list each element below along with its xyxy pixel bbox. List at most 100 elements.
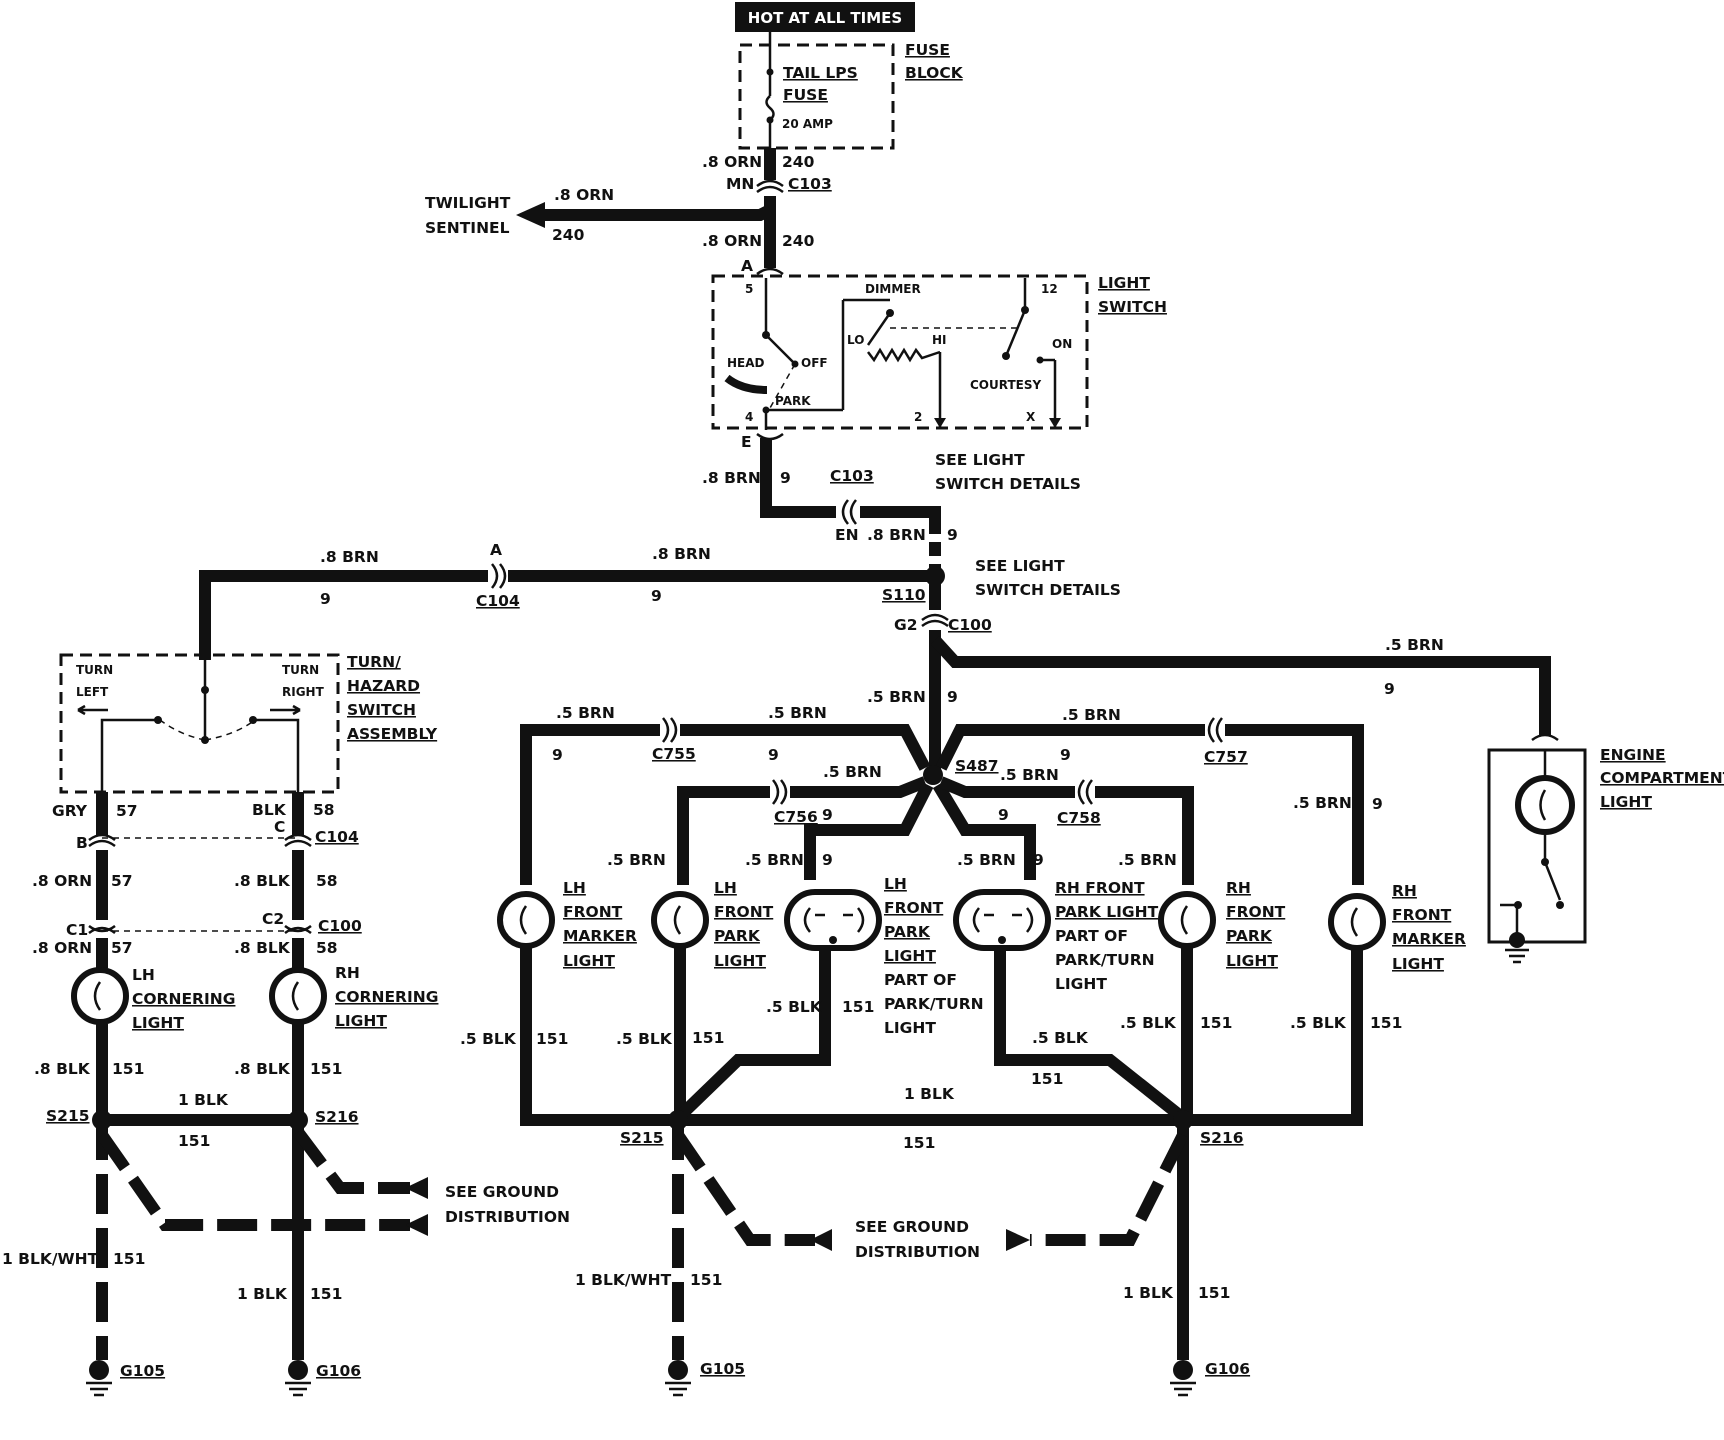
wire-5brn-10: .5 BRN — [1118, 851, 1177, 869]
lh-parkturn-label-4: LIGHT — [884, 947, 936, 965]
lh-parkturn-bulb-icon — [784, 889, 882, 951]
wire-to-twilight — [540, 204, 773, 221]
lh-park-filament-icon — [673, 905, 682, 935]
wire-gry: GRY — [52, 802, 88, 820]
light-switch-title-2: SWITCH — [1098, 298, 1167, 316]
connector-c104-a: C104 — [476, 592, 520, 610]
wire-1blk-left-2: 1 BLK — [237, 1285, 288, 1303]
turn-switch-pivot — [201, 686, 209, 694]
splice-s216-left-label: S216 — [315, 1108, 359, 1126]
lh-front-parkturn-light: LH FRONT PARK LIGHT PART OF PARK/TURN LI… — [784, 875, 984, 1037]
wire-1blkwht-right: 1 BLK/WHT — [575, 1271, 672, 1289]
rh-marker-filament-icon — [1350, 907, 1359, 937]
rh-parkturn-filament-icon — [972, 907, 1034, 933]
rh-marker-label-3: MARKER — [1392, 930, 1466, 948]
ls-pin-2: 2 — [914, 410, 922, 424]
engine-switch-contact — [1556, 901, 1564, 909]
rh-cornering-light: RH CORNERING LIGHT — [269, 964, 438, 1030]
circuit-151-6: 151 — [536, 1030, 568, 1048]
ls-head-contact-icon — [724, 374, 768, 394]
ground-g105-right-icon — [665, 1381, 691, 1397]
see-ground-left: SEE GROUND — [445, 1183, 559, 1201]
circuit-58-1: 58 — [313, 801, 335, 819]
front-park-marker-section: S487 .5 BRN .5 BRN .5 BRN 9 C755 9 9 C75… — [460, 704, 1466, 1397]
turn-switch-title-4: ASSEMBLY — [347, 725, 438, 743]
circuit-151-3: 151 — [178, 1132, 210, 1150]
connector-c104-b-left-icon — [88, 833, 116, 848]
lh-marker-label-4: LIGHT — [563, 952, 615, 970]
wire-5brn-engine: .5 BRN — [1385, 636, 1444, 654]
pin-a-light-switch: A — [741, 257, 753, 275]
wire-1blk-left: 1 BLK — [178, 1091, 229, 1109]
engine-light-label-2: COMPARTMENT — [1600, 769, 1724, 787]
lh-parkturn-pin — [829, 936, 837, 944]
turn-left-arrow-icon — [77, 704, 108, 716]
rh-park-label-2: FRONT — [1226, 903, 1286, 921]
circuit-151-10: 151 — [1200, 1014, 1232, 1032]
wire-151-rh-marker — [1187, 950, 1363, 1126]
connector-c104-a-icon — [491, 563, 507, 589]
rh-front-marker-light: RH FRONT MARKER LIGHT — [1328, 882, 1466, 973]
rh-park-label-4: LIGHT — [1226, 952, 1278, 970]
wire-9-rh-marker — [1225, 724, 1364, 885]
see-light-switch-1: SEE LIGHT — [935, 451, 1025, 469]
turn-right-lead — [253, 718, 300, 795]
circuit-240-3: 240 — [782, 232, 815, 250]
turn-hazard-switch: TURN/ HAZARD SWITCH ASSEMBLY TURN LEFT T… — [59, 653, 438, 795]
circuit-151-13: 151 — [690, 1271, 722, 1289]
lh-park-label-2: FRONT — [714, 903, 774, 921]
rh-marker-bulb-icon — [1328, 893, 1386, 951]
turn-switch-title: TURN/ — [347, 653, 401, 671]
lh-park-label-3: PARK — [714, 927, 761, 945]
wire-5brn-6: .5 BRN — [1293, 794, 1352, 812]
ls-pin-x-arrow-icon — [1049, 418, 1061, 428]
rh-marker-label: RH — [1392, 882, 1417, 900]
wire-5blk-3: .5 BLK — [766, 998, 823, 1016]
rh-park-label-3: PARK — [1226, 927, 1273, 945]
wire-5blk-6: .5 BLK — [1290, 1014, 1347, 1032]
ls-courtesy-pivot — [1002, 352, 1010, 360]
wire-5brn-5: .5 BRN — [1000, 766, 1059, 784]
connector-c757: C757 — [1204, 748, 1248, 766]
ground-g106-right-label: G106 — [1205, 1360, 1250, 1378]
connector-c758-icon — [1077, 779, 1093, 805]
ground-g106-left-icon — [285, 1381, 311, 1397]
lh-cornering-label-2: CORNERING — [132, 990, 235, 1008]
rh-parkturn-label-3: PART OF — [1055, 927, 1128, 945]
wire-8brn-1: .8 BRN — [702, 469, 761, 487]
wire-8blk-1: .8 BLK — [234, 872, 291, 890]
fuse-name: TAIL LPS — [783, 64, 858, 82]
splice-s215-left-label: S215 — [46, 1107, 90, 1125]
see-ground-right-2: DISTRIBUTION — [855, 1243, 980, 1261]
lh-cornering-filament-icon — [93, 981, 102, 1011]
engine-light-label: ENGINE — [1600, 746, 1666, 764]
connector-engine-icon — [1531, 733, 1559, 742]
connector-c100-b-right-icon — [284, 924, 312, 935]
lh-parkturn-label-2: FRONT — [884, 899, 944, 917]
circuit-57-2: 57 — [111, 872, 133, 890]
fuse-rating: 20 AMP — [782, 117, 833, 131]
wire-9-c757 — [935, 724, 1205, 771]
turn-switch-arc-left — [159, 719, 206, 741]
turn-left-lead — [100, 718, 158, 795]
see-ground-right: SEE GROUND — [855, 1218, 969, 1236]
ls-lo: LO — [847, 333, 864, 347]
pin-mn: MN — [726, 175, 754, 193]
turn-switch-arc-right — [204, 719, 256, 741]
fuse-name-2: FUSE — [783, 86, 828, 104]
wire-5brn-1: .5 BRN — [556, 704, 615, 722]
wire-8blk-2: .8 BLK — [234, 939, 291, 957]
wire-5blk-1: .5 BLK — [460, 1030, 517, 1048]
rh-parkturn-label-4: PARK/TURN — [1055, 951, 1155, 969]
pin-a-c104: A — [490, 541, 502, 559]
wire-1blk-right: 1 BLK — [1123, 1284, 1174, 1302]
ls-pin-12: 12 — [1041, 282, 1058, 296]
hot-at-all-times-label: HOT AT ALL TIMES — [748, 9, 902, 27]
wire-5brn-8: .5 BRN — [745, 851, 804, 869]
ground-dist-left-1 — [97, 1131, 410, 1231]
rh-cornering-filament-icon — [291, 981, 300, 1011]
ls-dimmer-arm — [866, 312, 892, 346]
wire-9-feed: E .8 BRN 9 C103 SEE LIGHT SWITCH DETAILS… — [702, 432, 1081, 580]
engine-compartment-light: ENGINE COMPARTMENT LIGHT — [1487, 746, 1724, 964]
